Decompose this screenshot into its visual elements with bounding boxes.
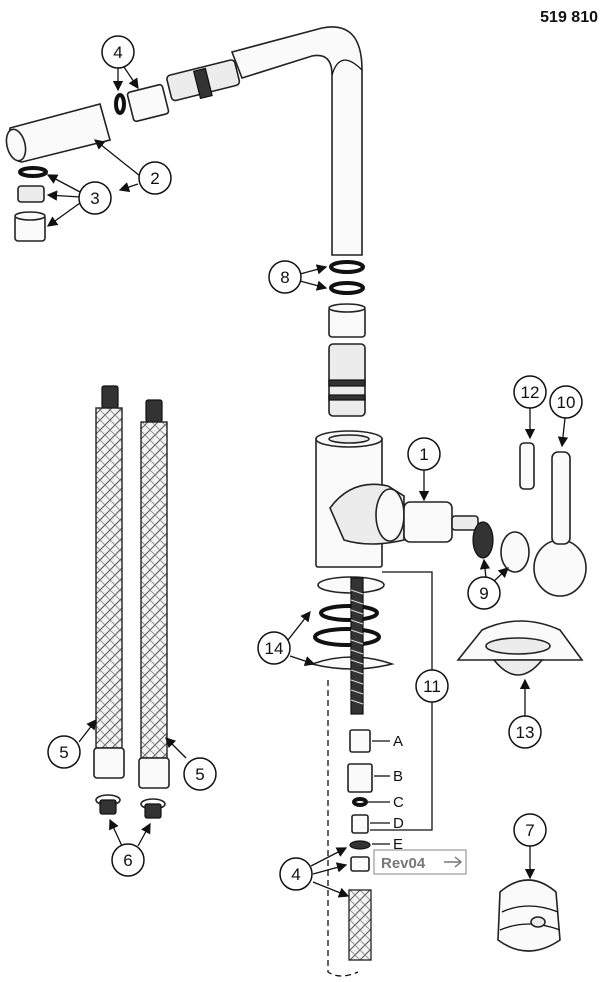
- clamp: [497, 879, 561, 952]
- callout-7: 7: [513, 813, 547, 847]
- aerator-parts: [14, 166, 48, 242]
- svg-text:Rev04: Rev04: [381, 855, 426, 872]
- callout-10: 10: [549, 385, 583, 419]
- spout-adapter: [328, 303, 366, 417]
- faucet-body: [315, 430, 405, 568]
- callout-11: 11: [415, 669, 449, 703]
- svg-text:8: 8: [280, 268, 289, 287]
- spout-connector: [166, 59, 241, 102]
- callout-13: 13: [508, 715, 542, 749]
- threaded-rod: [350, 577, 364, 715]
- svg-text:12: 12: [521, 383, 540, 402]
- sub-part-label-d: D: [393, 815, 404, 832]
- callout-5-right: 5: [183, 757, 217, 791]
- svg-text:13: 13: [516, 723, 535, 742]
- svg-text:7: 7: [525, 821, 534, 840]
- svg-text:4: 4: [291, 865, 300, 884]
- callout-8: 8: [268, 260, 302, 294]
- svg-text:2: 2: [150, 169, 159, 188]
- leader-arrows: [46, 66, 569, 898]
- svg-text:3: 3: [90, 189, 99, 208]
- callout-4-bottom: 4: [279, 857, 313, 891]
- center-supply-hose: [327, 680, 372, 977]
- revision-label: Rev04: [373, 849, 467, 875]
- o-rings-8: [329, 260, 365, 295]
- sub-part-label-e: E: [393, 836, 403, 853]
- sub-part-label-c: C: [393, 794, 404, 811]
- lever-handle: [519, 442, 587, 597]
- sub-part-label-b: B: [393, 768, 403, 785]
- callout-12: 12: [513, 375, 547, 409]
- sub-part-label-a: A: [393, 733, 403, 750]
- svg-text:10: 10: [557, 393, 576, 412]
- svg-text:1: 1: [419, 445, 428, 464]
- svg-text:5: 5: [59, 743, 68, 762]
- cartridge-nut-9: [472, 521, 530, 573]
- flex-hose-left: [93, 385, 125, 779]
- callout-9: 9: [467, 576, 501, 610]
- aerator-housing: [5, 103, 111, 163]
- svg-text:14: 14: [265, 639, 284, 658]
- callout-1: 1: [407, 437, 441, 471]
- svg-text:11: 11: [423, 677, 441, 696]
- callout-5-left: 5: [47, 735, 81, 769]
- small-ring-4-top: [114, 83, 170, 123]
- callout-6: 6: [111, 843, 145, 877]
- base-plate: [456, 620, 584, 676]
- callout-14: 14: [257, 631, 291, 665]
- spout: [230, 26, 363, 256]
- cartridge: [403, 501, 479, 543]
- svg-text:6: 6: [123, 851, 132, 870]
- reference-number: 519 810: [540, 9, 598, 26]
- svg-text:5: 5: [195, 765, 204, 784]
- svg-text:4: 4: [113, 43, 122, 62]
- flex-hose-right: [138, 399, 170, 789]
- svg-text:9: 9: [479, 584, 488, 603]
- callout-2: 2: [138, 161, 172, 195]
- hose-adapters: [95, 794, 166, 819]
- mounting-parts: [347, 729, 373, 850]
- callout-3: 3: [78, 181, 112, 215]
- callout-4-top: 4: [101, 35, 135, 69]
